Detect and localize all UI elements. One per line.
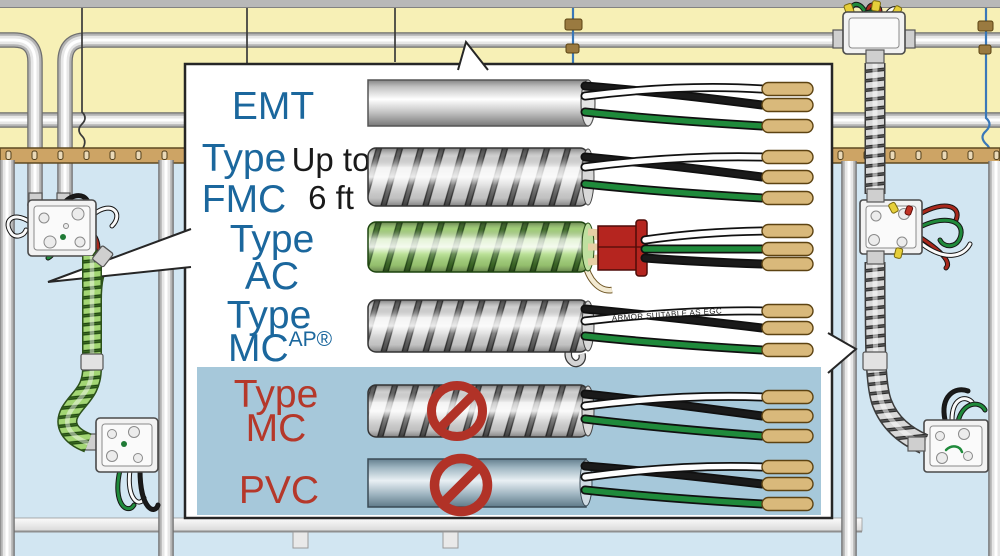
mcap-label-line2: MCAP® [228,327,333,370]
mcap-label-mc: MC [228,327,289,370]
mc-label-line1: Type [234,373,319,416]
fmc-coupling [862,351,888,371]
callout-pointer-right [827,332,858,374]
anti-short-bushing [597,219,648,277]
row-emt-graphic [367,79,814,134]
row-mcap-graphic: ARMOR SUITABLE AS EGC [367,299,814,368]
row-mc-graphic [367,381,814,444]
junction-box-bottom-left [83,417,161,512]
flex-coupling [80,353,104,371]
junction-box-top-left [5,192,120,263]
ground-screw [60,234,66,240]
row-fmc-graphic [367,147,814,207]
ac-label-line1: Type [230,218,315,261]
junction-box-bottom-right [923,387,989,473]
mc-label-line2: MC [246,407,307,450]
prohibition-icon [429,453,493,517]
fmc-conduit-right [866,49,925,451]
support-wire-blue-left [564,8,583,64]
ac-label-line2: AC [245,255,299,298]
junction-box-right-wall [859,199,973,271]
junction-box-ceiling-right [832,0,916,55]
fmc-length-note-line1: Up to [292,141,371,178]
ceiling-slab [0,0,1000,8]
fmc-length-note-line2: 6 ft [308,179,354,216]
pvc-label: PVC [239,469,319,512]
row-pvc-graphic [367,453,814,517]
callout-panel: EMT Type FMC Up to 6 ft Type AC Type MCA… [47,39,858,520]
flex-over-pointer-patch [92,245,888,371]
prohibition-icon [427,381,487,441]
row-ac-graphic [367,219,814,294]
mcap-label-line1: Type [227,294,312,337]
fmc-label-line2: FMC [202,178,286,221]
fmc-label-line1: Type [202,137,287,180]
callout-pointer-top [457,39,489,71]
emt-label: EMT [232,85,314,128]
mcap-label-superscript: AP® [289,328,333,351]
